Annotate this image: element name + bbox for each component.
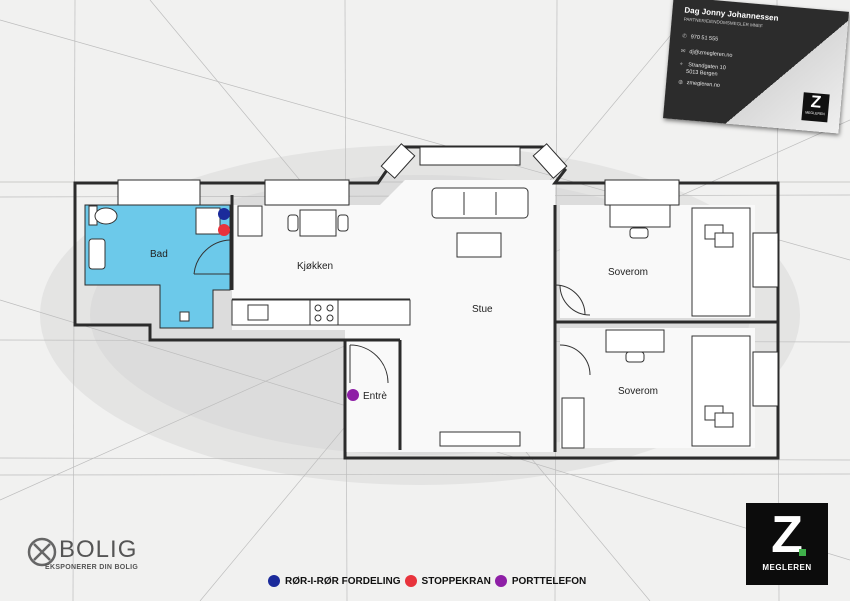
legend-item-stopcock: STOPPEKRAN: [404, 575, 491, 587]
room-label-bedroom-1: Soverom: [608, 267, 648, 278]
card-logo: Z MEGLEREN: [801, 91, 830, 123]
entrance-fixtures: [349, 344, 389, 384]
markers: [218, 208, 359, 401]
room-label-kitchen: Kjøkken: [297, 261, 333, 272]
room-label-bedroom-2: Soverom: [618, 386, 658, 397]
business-card: Dag Jonny Johannessen PARTNER/EIENDOMSME…: [663, 0, 849, 134]
room-label-bath: Bad: [150, 249, 168, 260]
entrance-door-swing: [349, 344, 389, 384]
toilet-bowl-icon: [94, 207, 118, 225]
tv-bench-icon: [439, 431, 521, 447]
globe-icon: ◍: [677, 79, 684, 86]
window-bay-center: [419, 146, 521, 166]
legend-label-pipe: RØR-I-RØR FORDELING: [285, 575, 401, 587]
stopcock-marker: [218, 224, 230, 236]
intercom-marker: [347, 389, 359, 401]
washer-icon: [195, 207, 221, 235]
bed2-door-swing: [559, 344, 591, 376]
legend-item-intercom: PORTTELEFON: [494, 575, 587, 587]
card-phone: 970 51 555: [690, 34, 719, 43]
room-label-entrance: Entrè: [363, 391, 387, 402]
brand-word: MEGLEREN: [762, 563, 812, 572]
chair-bed2: [625, 351, 645, 363]
legend: RØR-I-RØR FORDELING STOPPEKRAN PORTTELEF…: [268, 574, 590, 588]
bathroom-area: [84, 204, 231, 329]
kitchen-chair-right: [337, 214, 349, 232]
window-kitchen: [264, 179, 350, 206]
bolig-tagline: EKSPONERER DIN BOLIG: [45, 564, 139, 571]
legend-label-stopcock: STOPPEKRAN: [421, 575, 491, 587]
kitchen-chair-left: [287, 214, 299, 232]
windows: [117, 143, 779, 407]
card-email-row: ✉ dj@zmegleren.no: [681, 48, 733, 58]
bath-door-swing: [193, 239, 231, 275]
window-bay-right: [532, 143, 568, 179]
legend-dot-blue: [268, 575, 280, 587]
coffee-table-icon: [456, 232, 502, 258]
living-fixtures: [431, 187, 586, 447]
brand-green-dot: [799, 549, 806, 556]
card-phone-row: ✆ 970 51 555: [682, 33, 718, 42]
legend-label-intercom: PORTTELEFON: [511, 575, 587, 587]
sink-icon: [88, 238, 106, 270]
bedroom-fixtures: [559, 204, 751, 449]
bath-fixtures: [88, 205, 231, 322]
bolig-word: BOLIG: [59, 536, 138, 563]
bed-2-icon: [691, 335, 751, 447]
legend-dot-red: [404, 575, 417, 587]
legend-item-pipe: RØR-I-RØR FORDELING: [268, 575, 401, 587]
stove-icon: [309, 299, 339, 326]
shower-drain-icon: [179, 311, 190, 322]
desk-bed1: [609, 204, 671, 228]
zmegleren-logo: Z MEGLEREN: [746, 503, 828, 585]
bed-1-icon: [691, 207, 751, 317]
wardrobe-bed2: [561, 397, 585, 449]
card-web-row: ◍ zmegleren.no: [678, 79, 720, 89]
window-bed2-side: [752, 351, 779, 407]
room-label-living: Stue: [472, 304, 493, 315]
card-logo-letter: Z: [810, 91, 823, 112]
desk-bed2: [605, 329, 665, 353]
window-bed1-side: [752, 232, 779, 288]
window-bay-left: [380, 143, 416, 179]
bed1-door-swing: [559, 284, 591, 316]
chair-bed1: [629, 227, 649, 239]
card-email: dj@zmegleren.no: [689, 49, 733, 59]
legend-dot-purple: [494, 575, 507, 587]
phone-icon: ✆: [681, 33, 688, 40]
kitchen-sink-icon: [247, 304, 269, 321]
kitchen-bench: [237, 205, 263, 237]
house-x-icon: [27, 537, 57, 567]
window-bed1: [604, 179, 680, 206]
kitchen-fixtures: [231, 205, 411, 326]
kitchen-table: [299, 209, 337, 237]
mail-icon: ✉: [680, 48, 686, 55]
window-bath: [117, 179, 201, 206]
location-pin-icon: ⌖: [679, 61, 684, 68]
pipe-distribution-marker: [218, 208, 230, 220]
card-logo-word: MEGLEREN: [805, 110, 825, 117]
sofa-icon: [431, 187, 529, 219]
card-web: zmegleren.no: [686, 80, 721, 89]
brand-letter: Z: [771, 506, 803, 564]
